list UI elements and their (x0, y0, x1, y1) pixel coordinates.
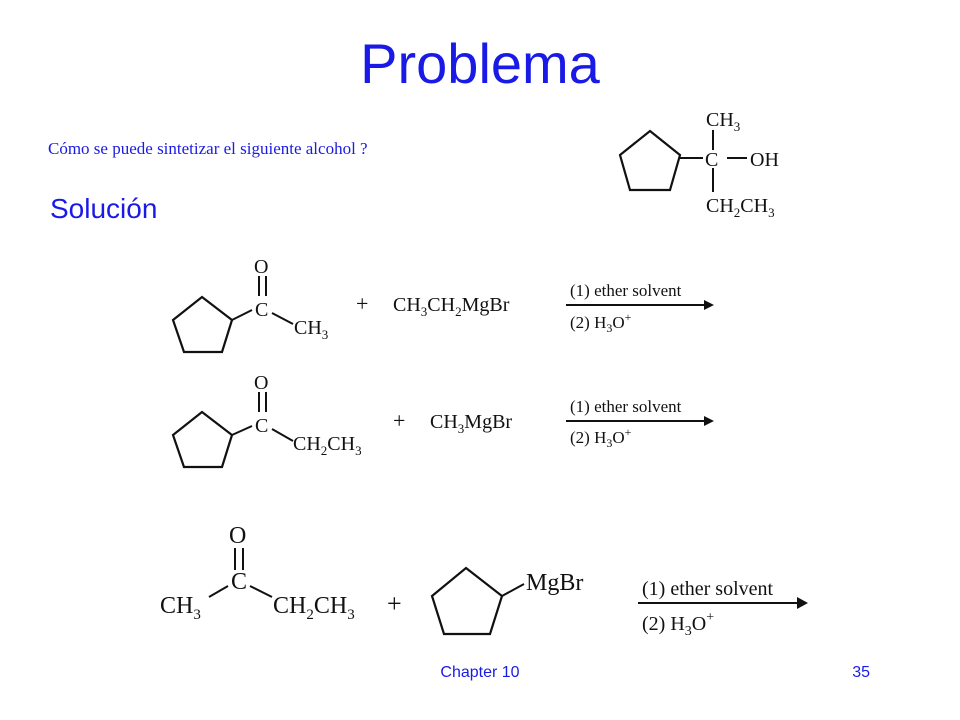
target-alcohol: CH3 C OH CH2CH3 (618, 109, 779, 220)
target-carbon-label: C (705, 149, 718, 171)
solution-heading: Solución (50, 193, 158, 224)
reaction-2-step2: (2) H3O+ (570, 425, 632, 450)
reaction-2-oxygen: O (254, 372, 268, 394)
reaction-1-substituent: CH3 (294, 317, 328, 342)
reaction-3-mgbr-bond (501, 583, 525, 597)
reaction-1-arrowhead (704, 300, 714, 310)
reaction-1: O C CH3 + CH3CH2MgBr (1) ether solvent (… (171, 256, 714, 354)
reaction-3-left-bond (208, 585, 229, 598)
reaction-3-left-substituent: CH3 (160, 593, 201, 623)
reaction-3-right-substituent: CH2CH3 (273, 593, 355, 623)
question-text: Cómo se puede sintetizar el siguiente al… (48, 139, 368, 158)
reaction-2-substituent: CH2CH3 (293, 433, 362, 458)
target-oh-label: OH (750, 149, 779, 171)
reaction-3-step1: (1) ether solvent (642, 578, 774, 600)
reaction-2-ring-bond (231, 425, 253, 436)
reaction-3-arrowhead (797, 597, 808, 609)
reaction-1-carbon: C (255, 299, 268, 321)
reaction-3-grignard: MgBr (526, 570, 583, 596)
reaction-1-ring (171, 295, 234, 354)
reaction-1-step2: (2) H3O+ (570, 310, 632, 335)
reaction-2-arrowhead (704, 416, 714, 426)
reaction-1-plus: + (356, 291, 368, 316)
reaction-3: O C CH3 CH2CH3 + MgBr (1) ether solvent … (160, 523, 808, 639)
reaction-1-substituent-bond (271, 312, 294, 325)
reaction-1-oxygen: O (254, 256, 268, 278)
reaction-1-grignard: CH3CH2MgBr (393, 294, 510, 319)
footer-chapter: Chapter 10 (440, 664, 520, 681)
reaction-3-carbon: C (231, 569, 247, 595)
reaction-3-oxygen: O (229, 523, 246, 549)
reaction-2: O C CH2CH3 + CH3MgBr (1) ether solvent (… (171, 372, 714, 469)
reaction-2-plus: + (393, 408, 405, 433)
reaction-2-ring (171, 410, 234, 469)
reaction-1-ring-bond (231, 309, 253, 321)
reaction-2-carbon: C (255, 415, 268, 437)
reaction-1-step1: (1) ether solvent (570, 281, 682, 300)
target-ch3-label: CH3 (706, 109, 740, 134)
slide-title: Problema (360, 32, 600, 95)
reaction-3-ring (430, 566, 504, 636)
target-cyclopentane-ring (618, 129, 682, 192)
target-ethyl-label: CH2CH3 (706, 195, 775, 220)
reaction-2-grignard: CH3MgBr (430, 411, 512, 436)
reaction-2-step1: (1) ether solvent (570, 397, 682, 416)
reaction-3-right-bond (249, 585, 273, 598)
reaction-2-substituent-bond (271, 428, 294, 442)
reaction-3-plus: + (387, 589, 402, 618)
reaction-3-step2: (2) H3O+ (642, 610, 714, 639)
footer-page-number: 35 (852, 664, 870, 681)
